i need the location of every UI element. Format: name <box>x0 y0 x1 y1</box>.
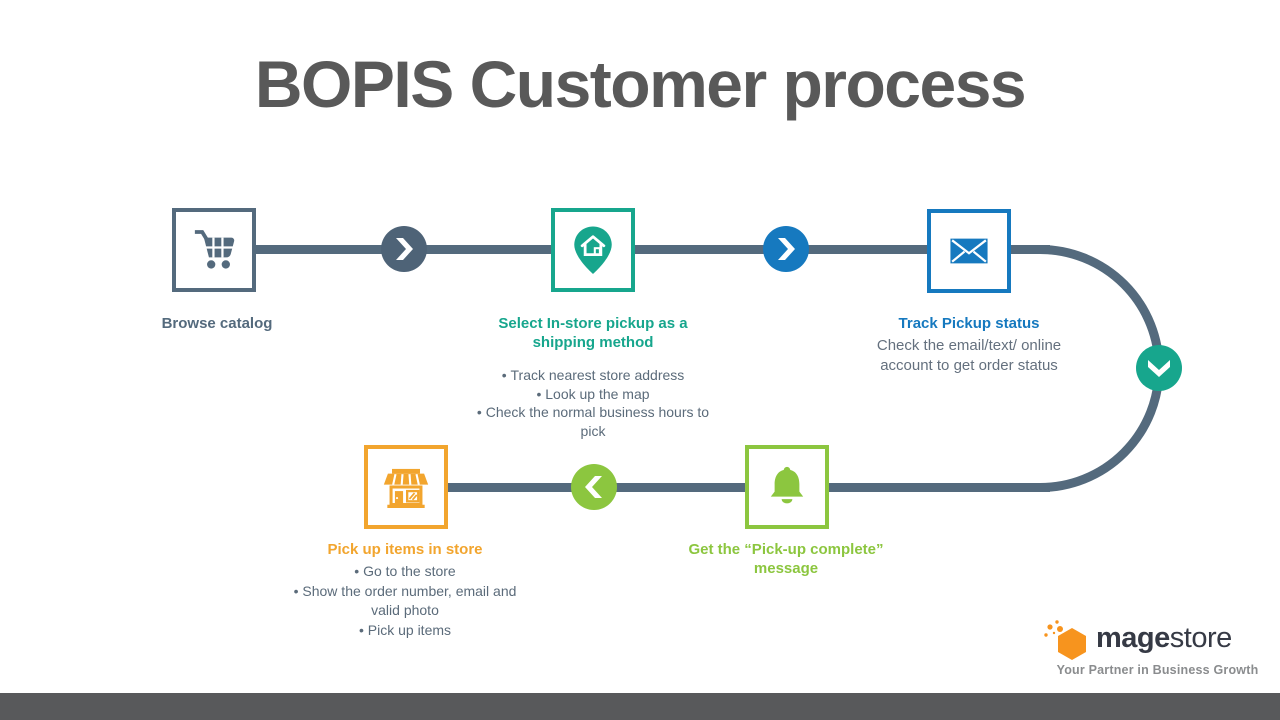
shopping-cart-icon <box>194 230 235 269</box>
step-track-status-label: Track Pickup status <box>898 315 1040 332</box>
step-pickup-in-store <box>364 445 448 529</box>
connector-line-3 <box>1007 245 1050 254</box>
brand-mage: mage <box>1096 622 1170 654</box>
step-select-pickup-label: Select In-store pickup as a shipping met… <box>498 315 688 351</box>
logo-tagline: Your Partner in Business Growth <box>1056 663 1259 677</box>
magestore-hexagon-icon <box>1044 620 1086 660</box>
page-title: BOPIS Customer process <box>254 47 1027 121</box>
step-browse-catalog-label: Browse catalog <box>161 315 273 332</box>
brand-store: store <box>1169 622 1232 654</box>
bullet-item: Show the order number, email and valid p… <box>293 582 517 621</box>
select-pickup-bullets: Track nearest store address Look up the … <box>463 366 723 440</box>
step-track-status-desc: Check the email/text/ online account to … <box>876 337 1062 374</box>
envelope-icon <box>950 238 988 264</box>
magestore-wordmark: magestore <box>1096 622 1232 655</box>
bullet-item: Go to the store <box>293 562 517 582</box>
chevron-down-icon <box>1136 345 1182 391</box>
step-track-status <box>927 209 1011 293</box>
chevron-left-icon <box>571 464 617 510</box>
step-pickup-complete <box>745 445 829 529</box>
step-browse-catalog <box>172 208 256 292</box>
step-pickup-complete-label: Get the “Pick-up complete” message <box>688 541 884 577</box>
bullet-item: Check the normal business hours to pick <box>463 403 723 440</box>
bell-icon <box>770 466 804 504</box>
step-pickup-in-store-label: Pick up items in store <box>327 541 483 558</box>
bullet-item: Pick up items <box>293 621 517 641</box>
chevron-right-icon <box>381 226 427 272</box>
bullet-item: Look up the map <box>463 385 723 404</box>
storefront-icon <box>383 468 429 508</box>
store-location-pin-icon <box>574 226 612 274</box>
footer-bar <box>0 693 1280 720</box>
pickup-in-store-bullets: Go to the store Show the order number, e… <box>293 562 517 640</box>
bullet-item: Track nearest store address <box>463 366 723 385</box>
chevron-right-icon <box>763 226 809 272</box>
step-select-pickup <box>551 208 635 292</box>
